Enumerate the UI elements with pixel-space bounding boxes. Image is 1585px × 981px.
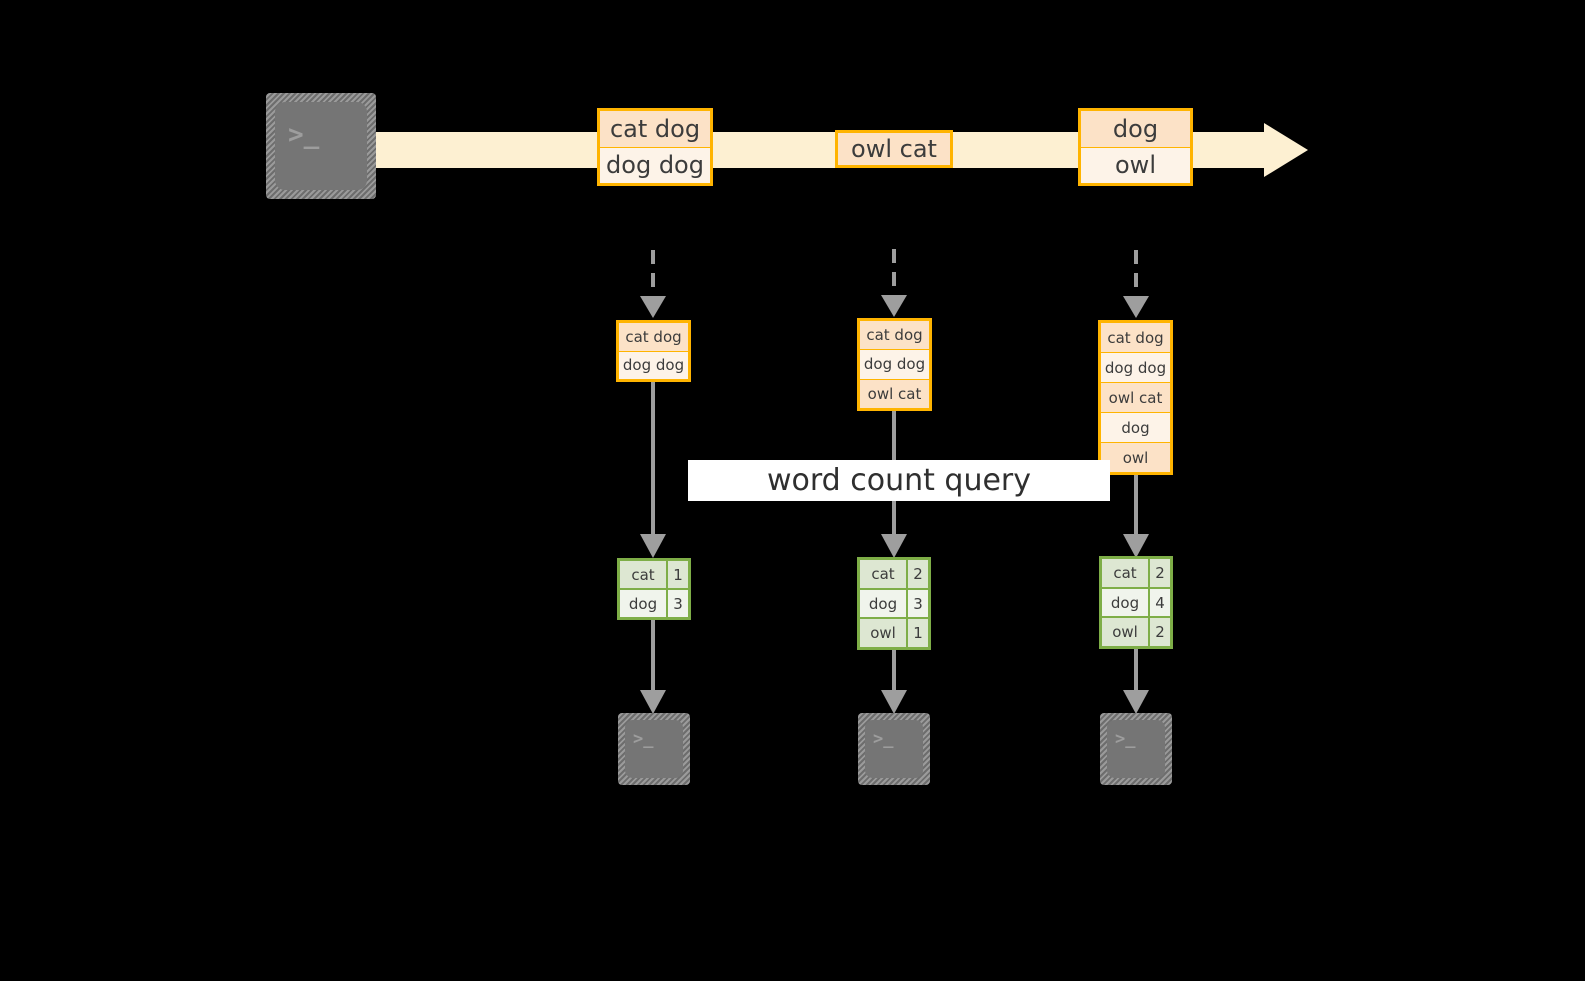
result-word: cat <box>620 561 668 588</box>
table-row: dog 4 <box>1102 588 1170 619</box>
sink-terminal-icon-1[interactable]: >_ <box>618 713 690 785</box>
terminal-prompt-glyph: >_ <box>873 729 894 749</box>
result-word: cat <box>1102 559 1150 587</box>
source-terminal-icon[interactable]: >_ <box>266 93 376 199</box>
stream-record-line: owl cat <box>838 133 950 165</box>
unbounded-table-line: dog dog <box>619 351 688 379</box>
result-word: owl <box>1102 618 1150 647</box>
table-row: owl 1 <box>860 619 928 648</box>
trigger-connector-1 <box>640 250 666 318</box>
query-connector-1 <box>640 382 666 558</box>
result-word: dog <box>1102 588 1150 617</box>
result-word: owl <box>860 619 908 648</box>
unbounded-table-line: cat dog <box>619 323 688 352</box>
result-count: 1 <box>668 561 688 588</box>
result-table-1[interactable]: cat 1 dog 3 <box>617 558 691 620</box>
terminal-prompt-glyph: >_ <box>633 729 654 749</box>
unbounded-table-line: dog dog <box>1101 353 1170 383</box>
result-table-2[interactable]: cat 2 dog 3 owl 1 <box>857 557 931 650</box>
result-count: 1 <box>908 619 928 648</box>
query-label-text: word count query <box>766 463 1032 498</box>
result-count: 3 <box>668 590 688 617</box>
unbounded-table-line: cat dog <box>1101 323 1170 353</box>
unbounded-table-line: owl cat <box>1101 383 1170 413</box>
unbounded-table-line: dog <box>1101 413 1170 443</box>
result-count: 2 <box>908 560 928 588</box>
stream-record-line: owl <box>1081 147 1190 183</box>
trigger-connector-3 <box>1123 250 1149 318</box>
terminal-body: >_ <box>865 720 923 778</box>
sink-connector-3 <box>1123 649 1149 714</box>
stream-batch-1[interactable]: cat dog dog dog <box>597 108 713 186</box>
table-row: cat 1 <box>620 561 688 590</box>
table-row: dog 3 <box>620 590 688 617</box>
unbounded-table-1[interactable]: cat dog dog dog <box>616 320 691 382</box>
stream-record-line: dog dog <box>600 147 710 183</box>
table-row: cat 2 <box>1102 559 1170 589</box>
sink-connector-1 <box>640 620 666 714</box>
query-connector-3 <box>1123 475 1149 558</box>
result-word: dog <box>620 590 668 617</box>
terminal-body: >_ <box>625 720 683 778</box>
table-row: cat 2 <box>860 560 928 590</box>
stream-batch-3[interactable]: dog owl <box>1078 108 1193 186</box>
terminal-body: >_ <box>275 102 367 190</box>
unbounded-table-line: dog dog <box>860 350 929 380</box>
query-label-band: word count query <box>688 460 1110 501</box>
result-count: 2 <box>1150 559 1170 587</box>
table-row: owl 2 <box>1102 618 1170 647</box>
unbounded-table-line: owl <box>1101 443 1170 472</box>
terminal-prompt-glyph: >_ <box>1115 729 1136 749</box>
stream-record-line: dog <box>1081 111 1190 148</box>
terminal-prompt-glyph: >_ <box>288 120 320 150</box>
result-count: 4 <box>1150 588 1170 617</box>
stream-record-line: cat dog <box>600 111 710 148</box>
unbounded-table-3[interactable]: cat dog dog dog owl cat dog owl <box>1098 320 1173 475</box>
result-word: cat <box>860 560 908 588</box>
result-count: 2 <box>1150 618 1170 647</box>
stream-arrowhead <box>1264 123 1308 177</box>
unbounded-table-line: owl cat <box>860 379 929 408</box>
terminal-body: >_ <box>1107 720 1165 778</box>
result-count: 3 <box>908 589 928 618</box>
result-table-3[interactable]: cat 2 dog 4 owl 2 <box>1099 556 1173 649</box>
result-word: dog <box>860 589 908 618</box>
sink-connector-2 <box>881 650 907 714</box>
stream-batch-2[interactable]: owl cat <box>835 130 953 168</box>
table-row: dog 3 <box>860 589 928 620</box>
sink-terminal-icon-3[interactable]: >_ <box>1100 713 1172 785</box>
unbounded-table-2[interactable]: cat dog dog dog owl cat <box>857 318 932 411</box>
trigger-connector-2 <box>881 249 907 317</box>
unbounded-table-line: cat dog <box>860 321 929 351</box>
sink-terminal-icon-2[interactable]: >_ <box>858 713 930 785</box>
